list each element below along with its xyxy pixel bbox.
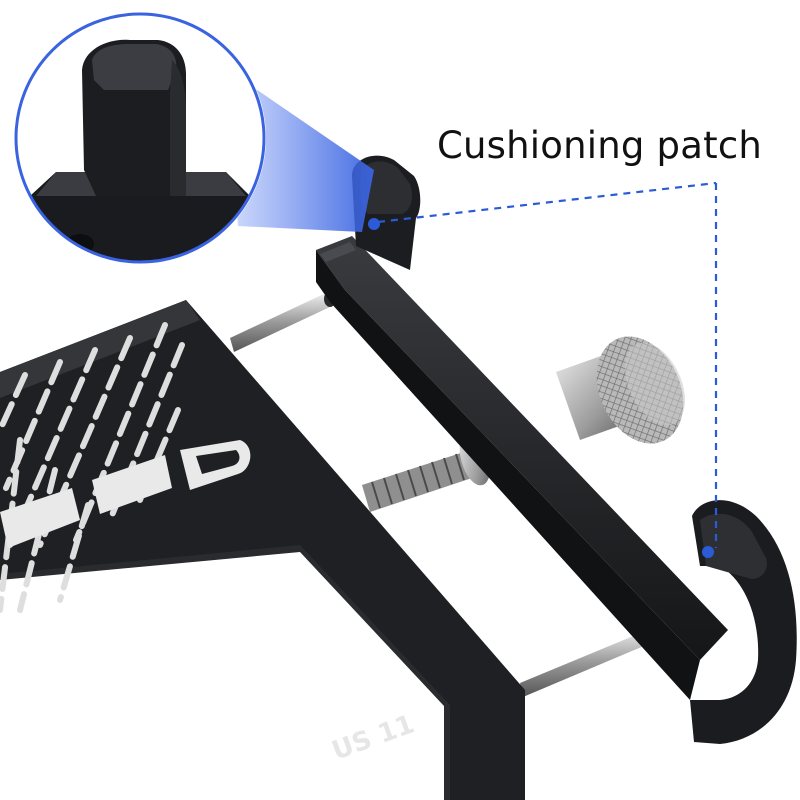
bottom-clamp-hook [690, 500, 797, 744]
magnified-inset [14, 12, 266, 264]
callout-dot-bottom [702, 546, 714, 558]
adjustment-knob [556, 336, 686, 444]
brand-logo [0, 440, 251, 548]
callout-lines [377, 181, 718, 548]
callout-label: Cushioning patch [437, 124, 763, 167]
clamp-beam [316, 236, 728, 700]
callout-dot-top [368, 218, 380, 230]
guide-rod-upper [230, 291, 336, 352]
zoom-beam [228, 70, 374, 232]
phone-plate: US 11 [0, 300, 525, 800]
